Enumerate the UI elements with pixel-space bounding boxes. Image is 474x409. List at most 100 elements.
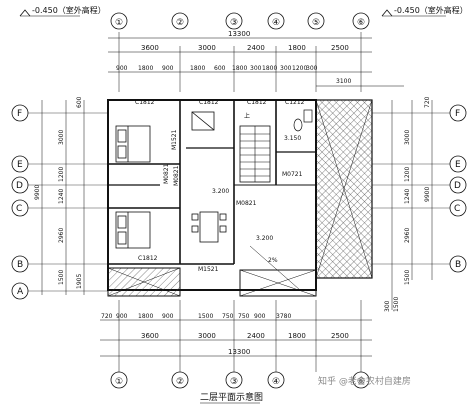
svg-text:3600: 3600: [141, 44, 159, 52]
staircase: [239, 125, 271, 183]
svg-text:上: 上: [244, 112, 250, 120]
svg-text:3000: 3000: [58, 130, 65, 145]
svg-text:3780: 3780: [276, 313, 291, 320]
top-total-dim: 13300: [228, 30, 250, 38]
svg-text:2960: 2960: [58, 228, 65, 243]
svg-text:9900: 9900: [34, 185, 41, 200]
svg-text:300: 300: [384, 300, 391, 312]
row-axis-lines: [28, 112, 450, 292]
level-marks: 3.150 3.200 3.200 2% 上: [212, 112, 301, 264]
svg-text:900: 900: [162, 313, 174, 320]
svg-text:300: 300: [250, 65, 262, 72]
svg-text:B: B: [17, 260, 23, 270]
svg-text:①: ①: [115, 377, 123, 387]
svg-text:1500: 1500: [393, 297, 400, 312]
elevation-label-left: -0.450（室外高程）: [32, 5, 106, 15]
svg-text:900: 900: [116, 313, 128, 320]
svg-text:A: A: [17, 287, 24, 297]
svg-text:④: ④: [272, 377, 280, 387]
svg-text:B: B: [455, 260, 461, 270]
svg-text:300: 300: [280, 65, 292, 72]
right-row-dims: 3000 1200 1240 2960 9900 720 1500 300 15…: [384, 96, 431, 312]
svg-text:1500: 1500: [58, 270, 65, 285]
svg-text:720: 720: [424, 96, 431, 108]
svg-text:1800: 1800: [232, 65, 247, 72]
svg-text:1240: 1240: [404, 189, 411, 204]
study-desk: [191, 111, 215, 131]
bottom-dims-row1: 720 900 1800 900 1500 750 750 900 3780: [101, 313, 291, 320]
svg-text:⑥: ⑥: [357, 377, 365, 387]
svg-text:M1521: M1521: [198, 266, 219, 273]
dining-table: [191, 211, 227, 243]
door-labels: M1521 M0821 M0821 M0821 M0721 M1521: [163, 129, 303, 273]
svg-text:2%: 2%: [268, 257, 278, 264]
svg-text:M0821: M0821: [236, 200, 257, 207]
top-dimensions: [108, 32, 372, 92]
svg-text:1800: 1800: [262, 65, 277, 72]
svg-text:720: 720: [101, 313, 113, 320]
svg-text:3000: 3000: [198, 332, 216, 340]
svg-text:C1212: C1212: [285, 99, 305, 106]
svg-text:2500: 2500: [331, 332, 349, 340]
right-dim-lines: [391, 100, 433, 310]
svg-text:1800: 1800: [190, 65, 205, 72]
svg-text:1200: 1200: [404, 167, 411, 182]
bottom-dim-lines: [100, 300, 372, 372]
svg-text:1800: 1800: [288, 332, 306, 340]
top-axis-bubbles: ① ② ③ ④ ⑤ ⑥: [110, 12, 370, 30]
watermark: 知乎 @老舍农村自建房: [318, 375, 411, 387]
svg-text:3000: 3000: [404, 130, 411, 145]
svg-text:300: 300: [306, 65, 318, 72]
svg-text:D: D: [454, 181, 461, 191]
svg-text:F: F: [17, 109, 22, 119]
svg-text:②: ②: [176, 377, 184, 387]
drawing-title: 二层平面示意图: [200, 391, 263, 403]
svg-text:1905: 1905: [76, 274, 83, 289]
svg-text:750: 750: [222, 313, 234, 320]
svg-text:1800: 1800: [138, 65, 153, 72]
axis-label-1-top: ①: [115, 18, 123, 28]
svg-text:1500: 1500: [404, 270, 411, 285]
svg-text:1500: 1500: [198, 313, 213, 320]
svg-text:M0821: M0821: [173, 165, 180, 186]
svg-text:900: 900: [162, 65, 174, 72]
right-extension-dim: 3100: [336, 78, 351, 85]
svg-text:600: 600: [76, 96, 83, 108]
svg-text:9900: 9900: [424, 187, 431, 202]
elevation-mark-right: -0.450（室外高程）: [381, 5, 468, 17]
axis-label-3-top: ③: [230, 18, 238, 28]
window-labels: C1812 C1812 C1812 C1212 C1812: [135, 99, 305, 262]
svg-text:1800: 1800: [288, 44, 306, 52]
svg-text:600: 600: [214, 65, 226, 72]
svg-text:750: 750: [238, 313, 250, 320]
svg-text:3.150: 3.150: [284, 135, 301, 142]
svg-text:1200: 1200: [58, 167, 65, 182]
axis-label-2-top: ②: [176, 18, 184, 28]
axis-label-4-top: ④: [272, 18, 280, 28]
svg-text:C1812: C1812: [138, 255, 158, 262]
slope-arrow: [249, 245, 301, 291]
bed-icon-top: [115, 125, 151, 163]
bottom-total-dim: 13300: [228, 348, 250, 356]
svg-text:900: 900: [116, 65, 128, 72]
svg-text:3000: 3000: [198, 44, 216, 52]
bottom-dims-row2: 3600 3000 2400 1800 2500: [141, 332, 349, 340]
svg-text:M1521: M1521: [171, 129, 178, 150]
svg-text:3.200: 3.200: [256, 235, 273, 242]
right-axis-bubbles: F E D C B: [449, 104, 467, 273]
left-row-dims: 3000 1200 1240 2960 1500 9900 600 1905: [34, 96, 83, 289]
svg-text:F: F: [455, 109, 460, 119]
elevation-mark-left: -0.450（室外高程）: [19, 5, 106, 17]
svg-text:C1812: C1812: [135, 99, 155, 106]
elevation-label-right: -0.450（室外高程）: [394, 5, 468, 15]
axis-label-5-top: ⑤: [312, 18, 320, 28]
svg-text:M0721: M0721: [282, 171, 303, 178]
axis-label-6-top: ⑥: [357, 18, 365, 28]
svg-text:E: E: [455, 160, 461, 170]
svg-text:C: C: [16, 204, 22, 214]
top-dims-row2: 900 1800 900 1800 600 1800 300 1800 300 …: [116, 65, 318, 72]
svg-text:2400: 2400: [247, 44, 265, 52]
svg-text:1240: 1240: [58, 189, 65, 204]
svg-text:1200: 1200: [292, 65, 307, 72]
